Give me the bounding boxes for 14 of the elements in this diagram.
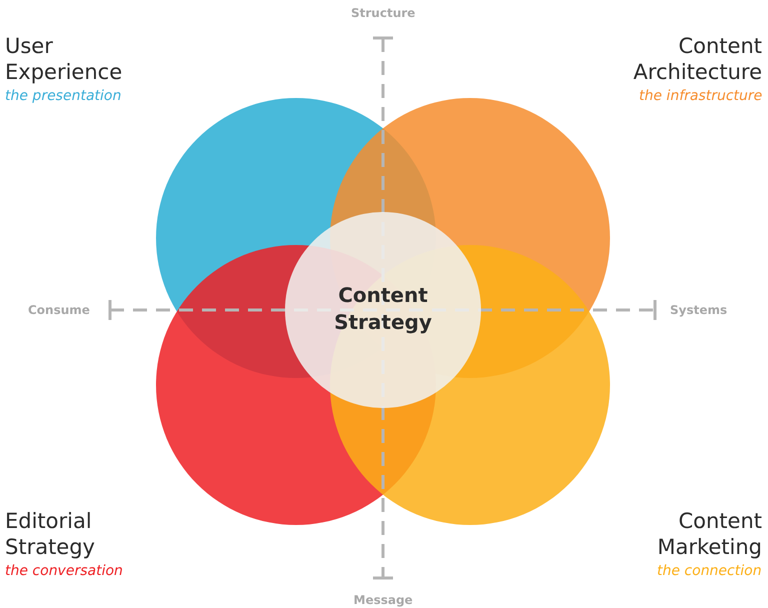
section-subtitle: the infrastructure (639, 88, 762, 104)
section-heading: Content Marketing (656, 508, 762, 560)
axis-label: Systems (670, 303, 728, 317)
axis-label: Structure (351, 6, 416, 20)
axis-label: Message (354, 593, 413, 607)
section-subtitle: the conversation (5, 563, 123, 579)
section-heading: Editorial Strategy (5, 508, 96, 560)
axis-label: Consume (28, 303, 90, 317)
center-circle (285, 212, 481, 408)
section-subtitle: the presentation (5, 88, 122, 104)
section-subtitle: the connection (657, 563, 762, 579)
section-heading: User Experience (5, 33, 124, 85)
section-heading: Content Architecture (632, 33, 762, 85)
center-title: Content Strategy (333, 282, 433, 336)
